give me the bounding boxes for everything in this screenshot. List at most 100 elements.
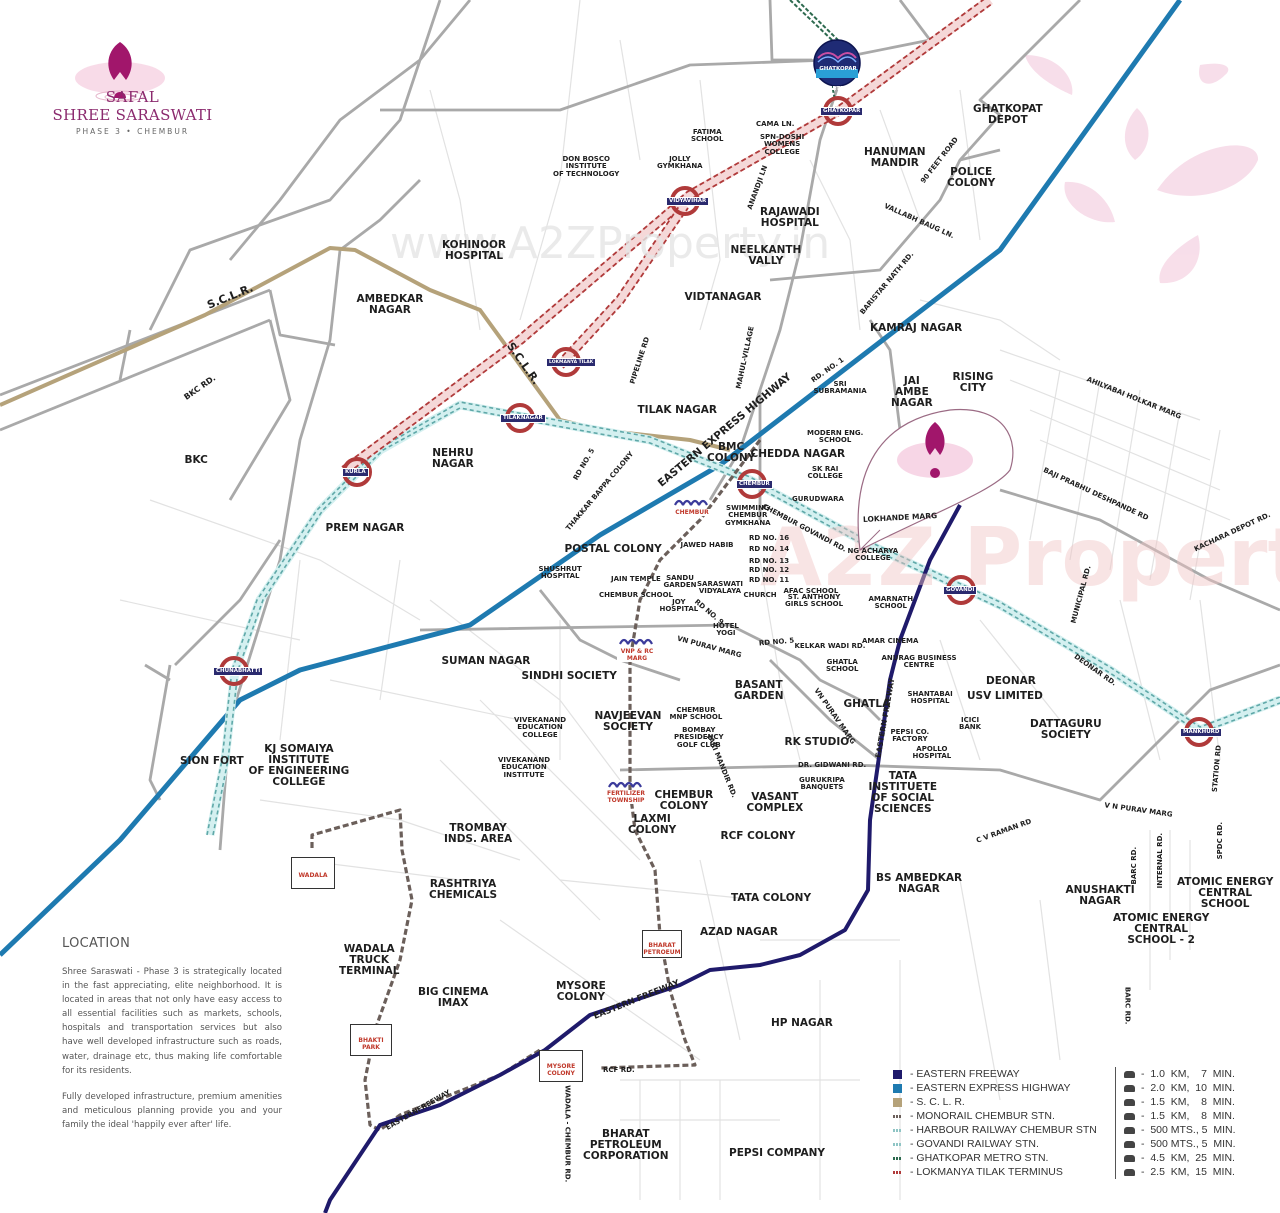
legend-label: - EASTERN FREEWAY: [910, 1068, 1020, 1080]
monorail-vnp-label: VNP & RC MARG: [617, 648, 657, 662]
monorail-route: [310, 439, 762, 1132]
legend-swatch: [893, 1097, 902, 1107]
areas-label: LAXMI COLONY: [628, 813, 677, 837]
legend-item: - HARBOUR RAILWAY CHEMBUR STN: [893, 1123, 1097, 1137]
eastern-express-highway: [0, 0, 1183, 957]
areas-label: NEELKANTH VALLY: [730, 244, 802, 268]
roads-label: BARC RD.: [1130, 846, 1139, 884]
areas-label: SUMAN NAGAR: [441, 654, 531, 667]
legend-label: - GHATKOPAR METRO STN.: [910, 1152, 1049, 1164]
pois-label: JAIN TEMPLE: [611, 574, 661, 583]
monorail-bharat-petroleum[interactable]: BHARAT PETROEUM: [642, 930, 682, 958]
car-icon: [1124, 1098, 1135, 1106]
pois-label: RD NO. 12: [749, 565, 790, 574]
map-legend: - EASTERN FREEWAY- EASTERN EXPRESS HIGHW…: [893, 1067, 1097, 1179]
legend-item: - EASTERN FREEWAY: [893, 1067, 1097, 1081]
areas-label: PEPSI COMPANY: [729, 1146, 826, 1159]
decorative-petals: [1025, 55, 1259, 284]
pois-label: SHUSHRUT HOSPITAL: [538, 564, 582, 580]
location-para-1: Shree Saraswati - Phase 3 is strategical…: [62, 967, 282, 1076]
areas-label: NAVJEEVAN SOCIETY: [594, 710, 662, 734]
pois-label: SPN-DOSHI WOMENS COLLEGE: [760, 133, 805, 156]
areas-label: GHATLA: [843, 697, 891, 710]
legend-swatch: [893, 1114, 902, 1118]
pois-label: SRI SUBRAMANIA: [813, 379, 867, 395]
areas-label: SION FORT: [180, 754, 244, 767]
station-mankhurd[interactable]: MANKHURD: [1180, 728, 1223, 737]
pois-label: GURUDWARA: [792, 494, 844, 503]
car-icon: [1124, 1168, 1135, 1176]
distance-text: - 1.5 KM, 8 MIN.: [1141, 1096, 1235, 1108]
monorail-chembur[interactable]: CHEMBUR: [672, 509, 712, 516]
pois-label: CHURCH: [743, 590, 777, 599]
areas-label: TILAK NAGAR: [637, 403, 717, 416]
roads-label: INTERNAL RD.: [1155, 832, 1164, 888]
car-icon: [1124, 1140, 1135, 1148]
roads-label: WADALA - CHEMBUR RD.: [562, 1084, 571, 1182]
pois-label: ICICI BANK: [959, 715, 982, 731]
distance-text: - 4.5 KM, 25 MIN.: [1141, 1152, 1235, 1164]
areas-label: RISING CITY: [952, 371, 994, 395]
monorail-vnp-rc-marg[interactable]: VNP & RC MARG: [617, 648, 657, 662]
station-chembur[interactable]: CHEMBUR: [736, 480, 773, 489]
legend-label: - MONORAIL CHEMBUR STN.: [910, 1110, 1055, 1122]
areas-label: KOHINOOR HOSPITAL: [442, 239, 507, 263]
pois-label: VIVEKANAND EDUCATION COLLEGE: [514, 716, 567, 739]
pois-label: JOLLY GYMKHANA: [657, 154, 703, 170]
areas-label: BMC COLONY: [707, 441, 756, 465]
station-tilaknagar[interactable]: TILAKNAGAR: [500, 414, 546, 423]
monorail-bhakti-park[interactable]: BHAKTI PARK: [350, 1024, 392, 1056]
areas-label: KJ SOMAIYA INSTITUTE OF ENGINEERING COLL…: [248, 743, 350, 789]
project-location-marker: [857, 408, 1014, 551]
pois-label: RD NO. 11: [749, 575, 790, 584]
areas-label: MYSORE COLONY: [556, 980, 606, 1004]
ghatkopar-metro-station-icon: [813, 39, 861, 87]
metro-station-label: GHATKOPAR METRO: [818, 55, 858, 98]
distance-item: - 1.0 KM, 7 MIN.: [1124, 1067, 1236, 1081]
station-vidyavihar[interactable]: VIDYAVIHAR: [666, 197, 710, 206]
areas-label: AZAD NAGAR: [700, 925, 778, 938]
legend-swatch: [893, 1069, 902, 1079]
areas-label: RK STUDIO: [784, 735, 850, 748]
pois-label: BOMBAY PRESIDENCY GOLF CLUB: [674, 726, 724, 749]
monorail-wadala[interactable]: WADALA: [291, 857, 335, 889]
car-icon: [1124, 1084, 1135, 1092]
legend-swatch: [893, 1156, 902, 1160]
areas-label: USV LIMITED: [967, 689, 1043, 702]
legend-item: - S. C. L. R.: [893, 1095, 1097, 1109]
areas-label: TROMBAY INDS. AREA: [444, 822, 513, 846]
areas-label: ANUSHAKTI NAGAR: [1065, 884, 1135, 908]
areas-label: WADALA TRUCK TERMINAL: [339, 942, 400, 977]
legend-item: - LOKMANYA TILAK TERMINUS: [893, 1165, 1097, 1179]
pois-label: RD NO. 16: [749, 533, 790, 542]
location-heading: LOCATION: [62, 936, 131, 951]
eastern-freeway: [323, 504, 962, 1213]
pois-label: GURUKRIPA BANQUETS: [799, 775, 845, 791]
monorail-fertilizer-township[interactable]: FERTILIZER TOWNSHIP: [605, 790, 647, 804]
station-chunabhatti[interactable]: CHUNABHATTI: [213, 667, 264, 676]
station-lokmanya-tilak[interactable]: LOKMANYA TILAK: [546, 358, 597, 367]
legend-swatch: [893, 1170, 902, 1174]
areas-label: BASANT GARDEN: [734, 679, 784, 703]
station-govandi[interactable]: GOVANDI: [943, 586, 978, 595]
pois-label: SANDU GARDEN: [663, 573, 697, 589]
station-ghatkopar[interactable]: GHATKOPAR: [820, 107, 864, 116]
distance-list: - 1.0 KM, 7 MIN.- 2.0 KM, 10 MIN.- 1.5 K…: [1115, 1067, 1236, 1179]
distance-item: - 4.5 KM, 25 MIN.: [1124, 1151, 1236, 1165]
areas-label: ATOMIC ENERGY CENTRAL SCHOOL - 2: [1113, 911, 1210, 946]
watermark: www.A2ZProperty.in: [390, 218, 830, 269]
areas-label: CHEMBUR COLONY: [654, 789, 714, 813]
station-kurla[interactable]: KURLA: [342, 468, 369, 477]
pois-label: PEPSI CO. FACTORY: [890, 727, 930, 743]
pois-label: RD NO. 13: [749, 556, 790, 565]
pois-label: APOLLO HOSPITAL: [912, 744, 952, 760]
areas-label: VASANT COMPLEX: [746, 791, 804, 815]
monorail-mysore-colony[interactable]: MYSORE COLONY: [539, 1050, 583, 1082]
areas-label: RAJAWADI HOSPITAL: [760, 206, 820, 230]
logo-lotus-icon: [75, 42, 165, 102]
areas-label: DATTAGURU SOCIETY: [1030, 718, 1102, 742]
monorail-fertilizer-label: FERTILIZER TOWNSHIP: [605, 790, 647, 804]
legend-swatch: [893, 1142, 902, 1146]
areas-label: RCF COLONY: [720, 829, 796, 842]
areas-label: KAMRAJ NAGAR: [870, 321, 963, 334]
